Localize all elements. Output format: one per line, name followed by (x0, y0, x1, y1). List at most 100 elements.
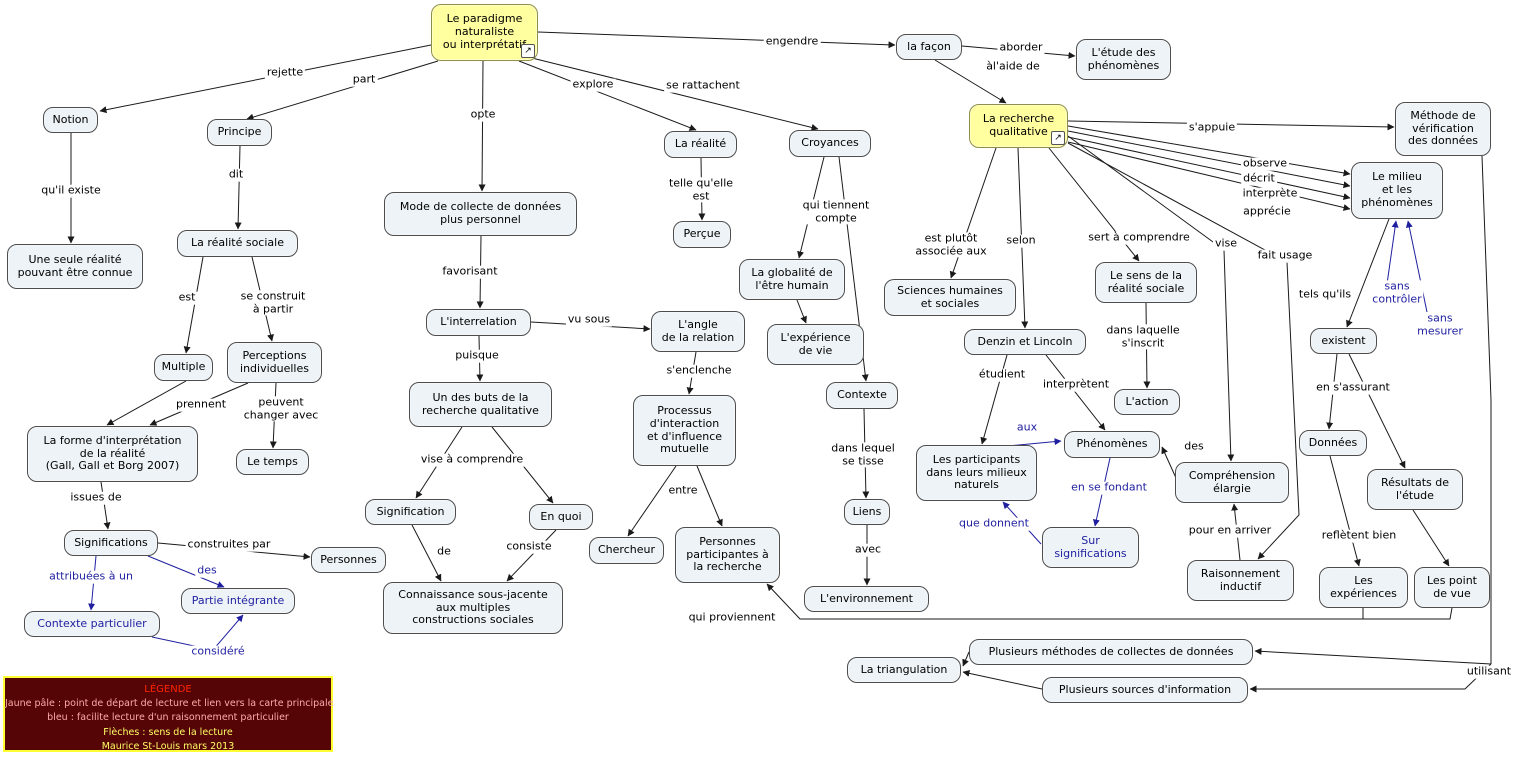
edge-label: attribuées à un (47, 569, 135, 584)
edge-label: se rattachent (664, 78, 742, 93)
node-sens-realite[interactable]: Le sens de la réalité sociale (1095, 262, 1197, 303)
node-comprehension[interactable]: Compréhension élargie (1175, 462, 1289, 503)
node-processus[interactable]: Processus d'interaction et d'influence m… (633, 395, 736, 466)
node-principe[interactable]: Principe (207, 119, 272, 146)
edge (766, 583, 1453, 620)
node-les-points-vue[interactable]: Les point de vue (1414, 567, 1490, 608)
node-sur-significations[interactable]: Sur significations (1042, 527, 1139, 568)
edge-label: favorisant (440, 264, 500, 279)
node-realite-sociale[interactable]: La réalité sociale (177, 230, 298, 257)
node-label: Sciences humaines et sociales (897, 283, 1003, 310)
edge-label: puisque (453, 348, 501, 363)
node-personnes[interactable]: Personnes (311, 547, 386, 573)
node-chercheur[interactable]: Chercheur (589, 537, 664, 564)
node-milieu-phenomenes[interactable]: Le milieu et les phénomènes (1351, 162, 1443, 219)
node-label: Données (1308, 435, 1358, 449)
node-participants[interactable]: Les participants dans leurs milieux natu… (916, 445, 1037, 501)
node-multiple[interactable]: Multiple (154, 354, 213, 381)
node-experience-vie[interactable]: L'expérience de vie (767, 324, 864, 365)
node-action[interactable]: L'action (1114, 389, 1180, 415)
edge-label: prennent (173, 397, 229, 412)
edge-label: issues de (68, 490, 124, 505)
node-label: Multiple (161, 360, 206, 374)
node-label: L'angle de la relation (661, 317, 735, 344)
edge (506, 529, 557, 582)
node-en-quoi[interactable]: En quoi (529, 504, 593, 530)
edge (234, 145, 242, 230)
node-une-seule-realite[interactable]: Une seule réalité pouvant être connue (7, 244, 143, 289)
node-contexte[interactable]: Contexte (826, 382, 898, 409)
edge (796, 299, 807, 324)
node-label: Processus d'interaction et d'influence m… (646, 403, 723, 456)
node-environnement[interactable]: L'environnement (804, 586, 929, 612)
node-label: Un des buts de la recherche qualitative (422, 390, 539, 417)
node-signification[interactable]: Signification (365, 499, 456, 525)
node-label: Chercheur (598, 543, 655, 557)
edge-label: sans contrôler (1370, 279, 1424, 306)
node-sciences-humaines[interactable]: Sciences humaines et sociales (884, 279, 1016, 316)
node-connaissance[interactable]: Connaissance sous-jacente aux multiples … (383, 582, 563, 634)
node-contexte-particulier[interactable]: Contexte particulier (24, 611, 160, 637)
node-perceptions[interactable]: Perceptions individuelles (227, 342, 322, 383)
edge-label: interprètent (1040, 377, 1112, 392)
edge-label: aborder (997, 40, 1045, 55)
node-buts-recherche[interactable]: Un des buts de la recherche qualitative (409, 382, 552, 427)
node-label: Une seule réalité pouvant être connue (17, 252, 133, 279)
node-angle-relation[interactable]: L'angle de la relation (651, 311, 745, 352)
node-recherche-qualitative[interactable]: La recherche qualitative↗ (969, 104, 1068, 148)
node-label: Les expériences (1330, 573, 1397, 600)
node-raisonnement[interactable]: Raisonnement inductif (1187, 560, 1294, 601)
node-le-temps[interactable]: Le temps (236, 449, 309, 475)
legend: LÉGENDE Jaune pâle : point de départ de … (3, 676, 333, 752)
node-interrelation[interactable]: L'interrelation (426, 309, 531, 336)
open-link-icon[interactable]: ↗ (521, 44, 535, 58)
edge-label: décrit (1241, 171, 1277, 186)
node-etude-phenomenes[interactable]: L'étude des phénomènes (1076, 39, 1171, 80)
edge-label: engendre (763, 34, 821, 49)
node-label: Méthode de vérification des données (1408, 108, 1478, 148)
edge (411, 524, 442, 582)
node-label: L'expérience de vie (780, 330, 851, 357)
node-phenomenes[interactable]: Phénomènes (1064, 431, 1160, 458)
node-label: la façon (907, 39, 951, 53)
open-link-icon[interactable]: ↗ (1051, 131, 1065, 145)
node-significations[interactable]: Significations (64, 530, 158, 556)
node-percue[interactable]: Perçue (673, 221, 731, 248)
node-triangulation[interactable]: La triangulation (847, 657, 961, 683)
node-la-realite[interactable]: La réalité (664, 131, 737, 158)
node-label: Le sens de la réalité sociale (1107, 268, 1185, 295)
node-label: Le milieu et les phénomènes (1361, 170, 1433, 209)
node-forme-interpretation[interactable]: La forme d'interprétation de la réalité … (27, 426, 198, 482)
node-resultats[interactable]: Résultats de l'étude (1367, 469, 1463, 510)
edge-label: considéré (189, 644, 247, 659)
node-la-facon[interactable]: la façon (896, 34, 962, 60)
node-liens[interactable]: Liens (844, 499, 890, 525)
node-paradigme[interactable]: Le paradigme naturaliste ou interprétati… (431, 4, 538, 61)
node-mode-collecte[interactable]: Mode de collecte de données plus personn… (384, 192, 577, 236)
edge (1067, 136, 1351, 201)
node-methode-verification[interactable]: Méthode de vérification des données (1395, 102, 1491, 156)
node-croyances[interactable]: Croyances (789, 130, 871, 157)
node-donnees[interactable]: Données (1299, 430, 1367, 456)
node-personnes-participantes[interactable]: Personnes participantes à la recherche (675, 527, 780, 583)
node-plusieurs-sources[interactable]: Plusieurs sources d'information (1042, 677, 1248, 703)
edge-label: qui tiennent compte (800, 198, 872, 225)
node-label: Mode de collecte de données plus personn… (399, 200, 562, 226)
node-globalite[interactable]: La globalité de l'être humain (739, 259, 845, 300)
node-label: Le paradigme naturaliste ou interprétati… (442, 12, 527, 51)
node-label: Plusieurs sources d'information (1058, 682, 1232, 696)
node-notion[interactable]: Notion (43, 107, 98, 133)
node-label: Perceptions individuelles (240, 348, 309, 375)
node-label: Compréhension élargie (1188, 468, 1276, 495)
edge (147, 555, 225, 588)
node-les-experiences[interactable]: Les expériences (1319, 567, 1408, 608)
node-denzin[interactable]: Denzin et Lincoln (964, 329, 1086, 355)
node-existent[interactable]: existent (1310, 328, 1377, 354)
edge-label: qui proviennent (686, 610, 778, 625)
node-partie-integrante[interactable]: Partie intégrante (181, 588, 295, 614)
node-plusieurs-methodes[interactable]: Plusieurs méthodes de collectes de donné… (969, 639, 1253, 665)
edge-label: sert à comprendre (1086, 230, 1192, 245)
edge (1348, 353, 1406, 469)
